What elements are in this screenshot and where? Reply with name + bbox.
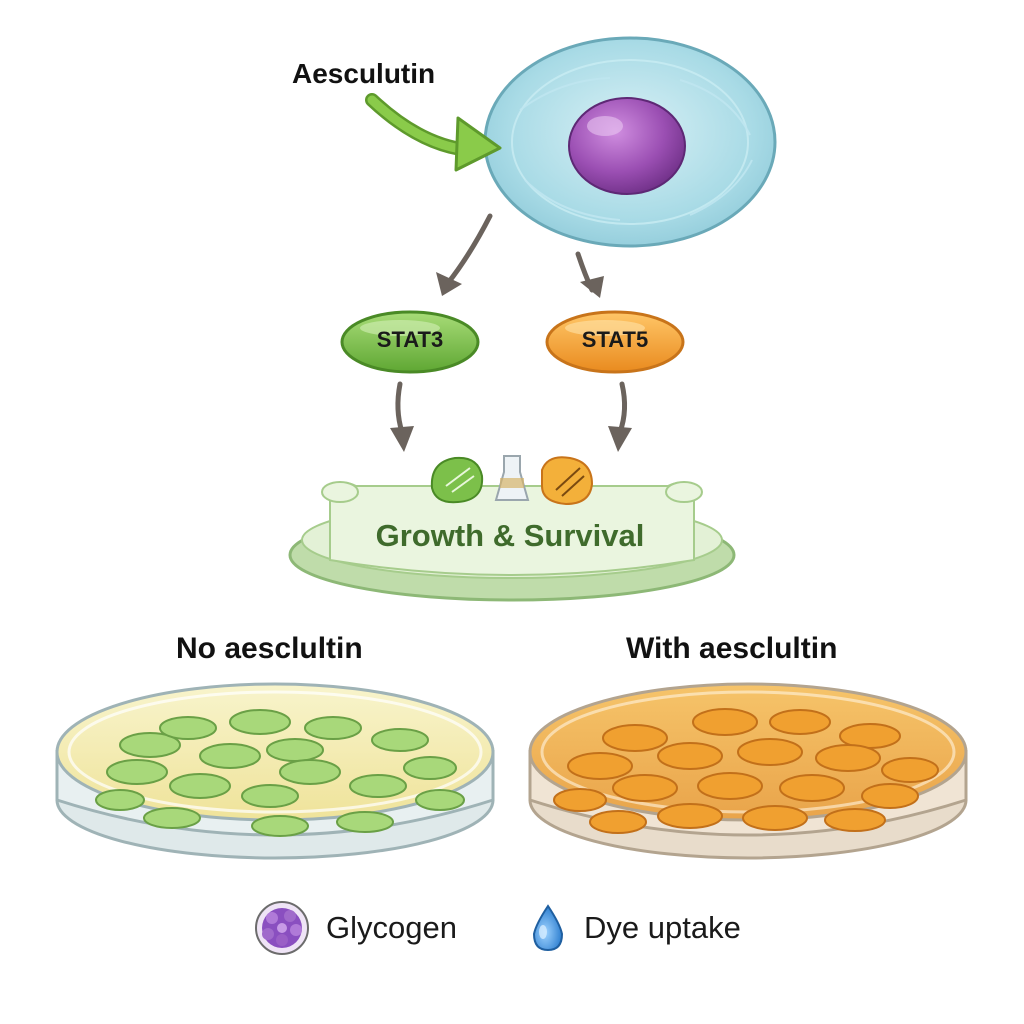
arrow-cell-to-stat3	[436, 213, 493, 296]
green-cell-cluster	[95, 709, 465, 837]
water-drop-icon	[532, 904, 564, 952]
dish-without-drug-title: No aesclultin	[176, 632, 363, 665]
dish-with-drug	[528, 682, 968, 860]
cell-illustration	[483, 36, 777, 248]
glass-flask-icon	[494, 455, 530, 501]
green-protein-icon	[430, 456, 484, 504]
dish-without-drug	[55, 682, 495, 860]
arrow-cell-to-stat5	[575, 251, 604, 298]
stat5-label: STAT5	[581, 327, 649, 352]
legend-glycogen-label: Glycogen	[326, 910, 457, 945]
arrow-stat5-to-outcome	[608, 381, 632, 452]
outcome-label: Growth & Survival	[375, 518, 645, 553]
dish-with-drug-title: With aesclultin	[626, 632, 838, 665]
legend-dye-uptake-label: Dye uptake	[584, 910, 741, 945]
nucleus	[568, 97, 686, 195]
orange-cell-cluster	[553, 708, 939, 834]
stat3-label: STAT3	[376, 327, 444, 352]
stat3-pill	[340, 310, 480, 374]
growth-platform	[288, 481, 736, 602]
orange-protein-icon	[541, 456, 594, 506]
arrow-stat3-to-outcome	[390, 381, 414, 452]
glycogen-cluster-icon	[255, 901, 309, 955]
drug-arrow	[365, 93, 502, 172]
stat5-pill	[545, 310, 685, 374]
drug-label: Aesculutin	[292, 58, 436, 89]
